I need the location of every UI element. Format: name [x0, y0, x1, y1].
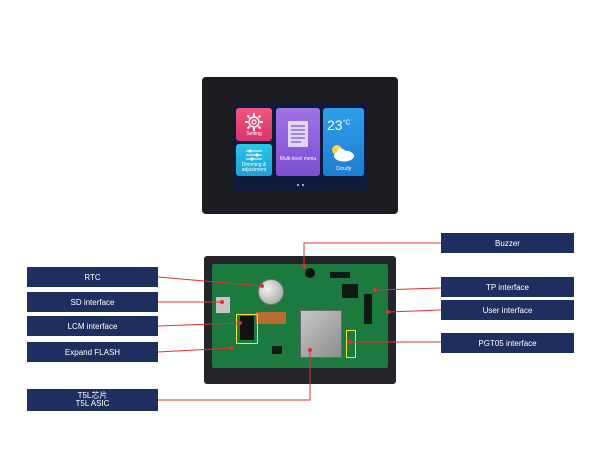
device-screen: Setting Dimming & adjustment Multi-level…	[233, 104, 367, 191]
weather-label: Cloudy	[335, 166, 352, 172]
rtc-battery	[258, 279, 284, 305]
dimming-label: Dimming & adjustment	[241, 162, 267, 173]
highlight-box-pgt05	[346, 330, 356, 358]
multilevel-menu-label: Multi-level menu	[279, 156, 317, 162]
pcb-board	[212, 264, 388, 368]
setting-label: Setting	[246, 131, 262, 137]
device-front-view: Setting Dimming & adjustment Multi-level…	[202, 77, 398, 214]
sd-slot	[216, 297, 230, 313]
flash-chip	[240, 316, 254, 340]
label-t5l-english: T5L ASIC	[75, 399, 110, 408]
label-pgt05-interface: PGT05 interface	[441, 333, 574, 353]
sliders-icon	[246, 149, 262, 161]
t5l-chip	[300, 310, 342, 358]
label-tp-interface: TP interface	[441, 277, 574, 297]
weather-tile: 23°C Cloudy	[323, 108, 364, 176]
tp-connector	[330, 272, 350, 278]
gear-icon	[245, 113, 263, 131]
smd-component	[272, 346, 282, 354]
label-expand-flash: Expand FLASH	[27, 342, 158, 362]
device-back-view	[204, 256, 396, 384]
label-buzzer: Buzzer	[441, 233, 574, 253]
page-indicator	[293, 184, 307, 188]
label-lcm-interface: LCM interface	[27, 316, 158, 336]
label-user-interface: User interface	[441, 300, 574, 320]
smd-component	[342, 284, 358, 298]
lcm-connector	[256, 312, 286, 324]
dimming-tile: Dimming & adjustment	[236, 144, 272, 176]
label-sd-interface: SD interface	[27, 292, 158, 312]
highlight-box-flash	[236, 314, 258, 344]
setting-tile: Setting	[236, 108, 272, 141]
multilevel-menu-tile: Multi-level menu	[276, 108, 320, 176]
user-connector	[364, 294, 372, 324]
label-rtc: RTC	[27, 267, 158, 287]
label-t5l-asic: T5L芯片 T5L ASIC	[27, 389, 158, 411]
label-t5l-chinese: T5L芯片	[77, 391, 108, 400]
document-icon	[288, 121, 308, 147]
cloud-sun-icon	[332, 145, 354, 162]
temperature-value: 23°C	[327, 117, 351, 133]
buzzer-component	[305, 268, 315, 278]
